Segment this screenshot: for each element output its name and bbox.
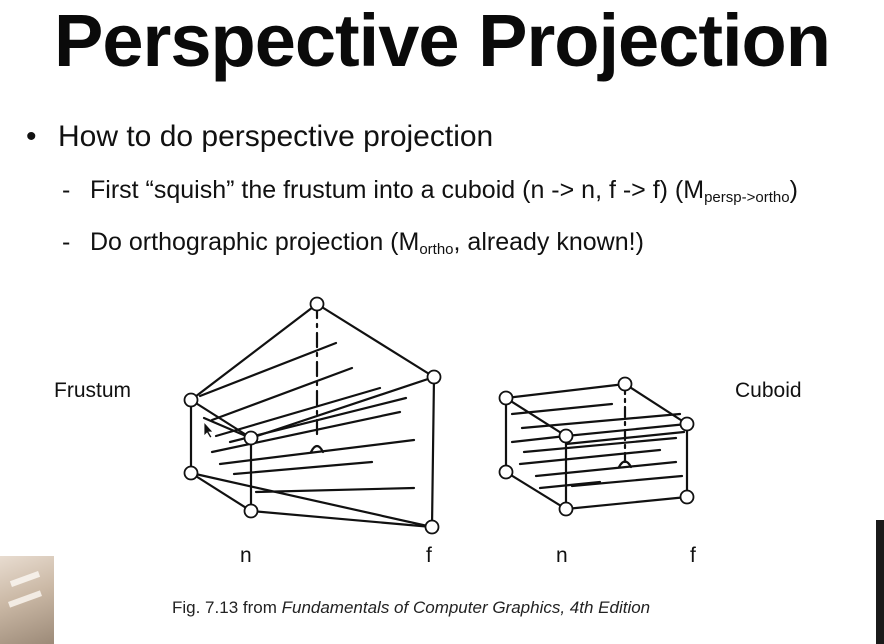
matrix-subscript: ortho [419,241,454,258]
book-title: Fundamentals of Computer Graphics, 4th E… [281,598,651,617]
sub-bullet-text: Do orthographic projection (Mortho, alre… [90,228,644,258]
matrix-subscript: persp->ortho [704,189,790,206]
frustum-far-label: f [426,544,432,567]
vertex-markers [183,296,695,535]
sub-bullet-text: First “squish” the frustum into a cuboid… [90,176,798,206]
cuboid-diagram [504,382,689,511]
frustum-label: Frustum [54,379,132,402]
bullet-text: How to do perspective projection [58,120,494,153]
cuboid-near-label: n [556,544,568,567]
cuboid-far-label: f [690,544,696,567]
slide-title: Perspective Projection [54,0,831,82]
figure-caption: Fig. 7.13 from Fundamentals of Computer … [172,598,651,617]
cursor-icon [203,420,214,439]
cuboid-label: Cuboid [735,379,802,402]
window-edge [876,520,884,644]
dash-marker: - [62,176,71,204]
frustum-diagram [189,302,436,529]
presenter-video-thumbnail [0,556,54,644]
dash-marker: - [62,228,71,256]
bullet-marker: • [26,120,37,153]
frustum-near-label: n [240,544,252,567]
